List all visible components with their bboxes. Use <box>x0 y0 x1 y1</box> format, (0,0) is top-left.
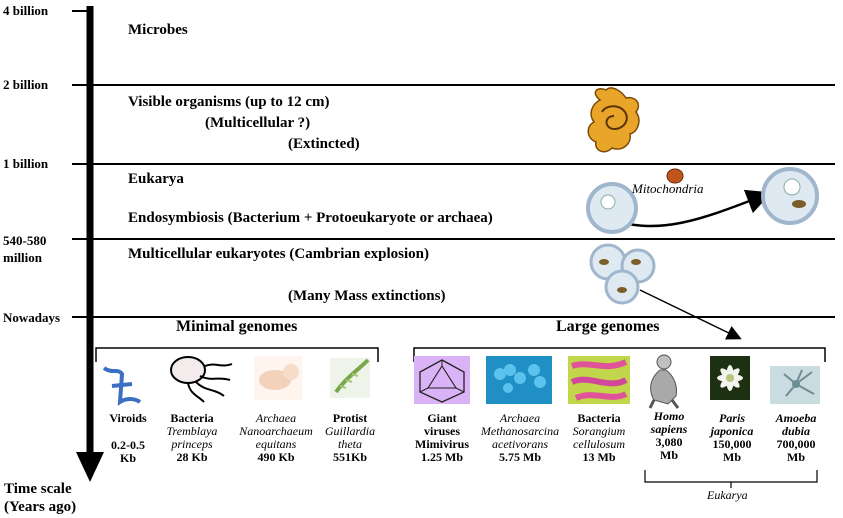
homo-sapiens-icon <box>648 354 680 409</box>
era-eukarya: Eukarya <box>128 171 184 187</box>
organism-genus: Homo <box>653 409 685 423</box>
eukarya-group-label: Eukarya <box>707 488 748 502</box>
organism-species: japonica <box>710 424 754 438</box>
organism-sorangium: Bacteria Sorangium cellulosum 13 Mb <box>557 412 641 464</box>
tick-label-4-billion: 4 billion <box>3 3 49 18</box>
genome-unit: Mb <box>723 450 741 464</box>
axis-tick-nowadays <box>72 316 90 318</box>
protist-icon <box>330 358 370 398</box>
era-mass-extinctions: (Many Mass extinctions) <box>288 288 446 304</box>
axis-tick-cambrian <box>72 238 90 240</box>
genome-size: 13 Mb <box>582 450 616 464</box>
organism-name: Giant <box>427 411 457 425</box>
large-genomes-bracket <box>413 347 826 362</box>
era-line-cambrian <box>90 238 835 240</box>
sorangium-icon <box>568 356 630 404</box>
mitochondria-label: Mitochondria <box>632 181 704 196</box>
era-line-nowadays <box>90 316 835 318</box>
organism-viroids: Viroids 0.2-0.5 Kb <box>86 412 170 465</box>
endosymbiosis-arrow <box>611 189 772 228</box>
genome-size: 490 Kb <box>257 450 295 464</box>
amoeba-icon <box>770 366 820 404</box>
time-scale-title: Time scale <box>4 481 72 497</box>
organism-genus: Nanoarchaeum <box>239 424 313 438</box>
genome-size: 700,000 <box>776 437 816 451</box>
tick-label-million: million <box>3 250 43 265</box>
organism-methanosarcina: Archaea Methanosarcina acetivorans 5.75 … <box>478 412 562 464</box>
eukarya-bracket <box>644 470 818 483</box>
organism-domain: Archaea <box>255 411 297 425</box>
fossil-organism-icon <box>587 87 640 153</box>
organism-tremblaya: Bacteria Tremblaya princeps 28 Kb <box>150 412 234 464</box>
organism-species: sapiens <box>650 422 688 436</box>
organism-guillardia: Protist Guillardia theta 551Kb <box>308 412 392 464</box>
genome-size: 28 Kb <box>176 450 208 464</box>
genome-size: 1.25 Mb <box>421 450 463 464</box>
tick-label-nowadays: Nowadays <box>3 310 61 325</box>
organism-genus: Tremblaya <box>166 424 218 438</box>
organism-name: Bacteria <box>577 411 621 425</box>
organism-amoeba-dubia: Amoeba dubia 700,000 Mb <box>754 412 838 464</box>
organism-species: acetivorans <box>492 437 548 451</box>
organism-genus: Sorangium <box>572 424 626 438</box>
tick-label-540-580: 540-580 <box>3 233 47 248</box>
genome-size: 150,000 <box>712 437 752 451</box>
organism-name-2: viruses <box>424 424 460 438</box>
genome-size: 0.2-0.5 <box>111 438 145 452</box>
organism-genus: Paris <box>718 411 745 425</box>
large-genomes-title: Large genomes <box>556 318 660 335</box>
genome-unit: Mb <box>787 450 805 464</box>
era-multicellular-question: (Multicellular ?) <box>205 115 311 131</box>
organism-name: Bacteria <box>170 411 214 425</box>
tick-label-2-billion: 2 billion <box>3 77 49 92</box>
organism-name-3: Mimivirus <box>415 437 469 451</box>
minimal-genomes-title: Minimal genomes <box>176 318 298 335</box>
minimal-genomes-bracket <box>95 347 379 362</box>
era-line-2-billion <box>90 84 835 86</box>
organism-name: Viroids <box>109 411 147 425</box>
time-scale-unit: (Years ago) <box>4 499 77 515</box>
multicellular-cluster-icon <box>589 243 656 305</box>
tick-label-1-billion: 1 billion <box>3 156 49 171</box>
viroid-icon <box>102 366 142 406</box>
axis-tick-4-billion <box>72 10 90 12</box>
era-visible-organisms: Visible organisms (up to 12 cm) <box>128 94 330 110</box>
bacterium-flagella-icon <box>170 356 233 403</box>
organism-species: theta <box>338 437 362 451</box>
axis-tick-1-billion <box>72 163 90 165</box>
organism-paris-japonica: Paris japonica 150,000 Mb <box>690 412 774 464</box>
genome-size: 3,080 <box>655 435 683 449</box>
nanoarchaeum-icon <box>254 356 302 400</box>
eukaryote-cell-icon <box>761 167 819 225</box>
genome-size: 551Kb <box>332 450 367 464</box>
organism-genus: Guillardia <box>324 424 376 438</box>
organism-nanoarchaeum: Archaea Nanoarchaeum equitans 490 Kb <box>234 412 318 464</box>
organism-name: Protist <box>332 411 368 425</box>
era-microbes: Microbes <box>128 22 188 38</box>
organism-species: equitans <box>255 437 297 451</box>
giant-virus-icon <box>414 356 470 404</box>
genome-unit: Kb <box>119 451 136 465</box>
organism-species: princeps <box>171 437 213 451</box>
protoeukaryote-cell-icon <box>586 182 638 234</box>
organism-species: cellulosum <box>573 437 625 451</box>
paris-japonica-icon <box>710 356 750 400</box>
methanosarcina-icon <box>486 356 552 404</box>
organism-homo-sapiens: Homo sapiens 3,080 Mb <box>627 410 711 462</box>
organism-genus: Amoeba <box>775 411 817 425</box>
era-endosymbiosis: Endosymbiosis (Bacterium + Protoeukaryot… <box>128 210 493 226</box>
axis-tick-2-billion <box>72 84 90 86</box>
organism-domain: Archaea <box>499 411 541 425</box>
era-line-1-billion <box>90 163 835 165</box>
organism-species: dubia <box>781 424 810 438</box>
genome-size: 5.75 Mb <box>499 450 541 464</box>
organism-genus: Methanosarcina <box>480 424 560 438</box>
era-extincted: (Extincted) <box>288 136 360 152</box>
genome-unit: Mb <box>660 448 678 462</box>
organism-mimivirus: Giant viruses Mimivirus 1.25 Mb <box>400 412 484 464</box>
era-multicellular-eukaryotes: Multicellular eukaryotes (Cambrian explo… <box>128 246 429 262</box>
